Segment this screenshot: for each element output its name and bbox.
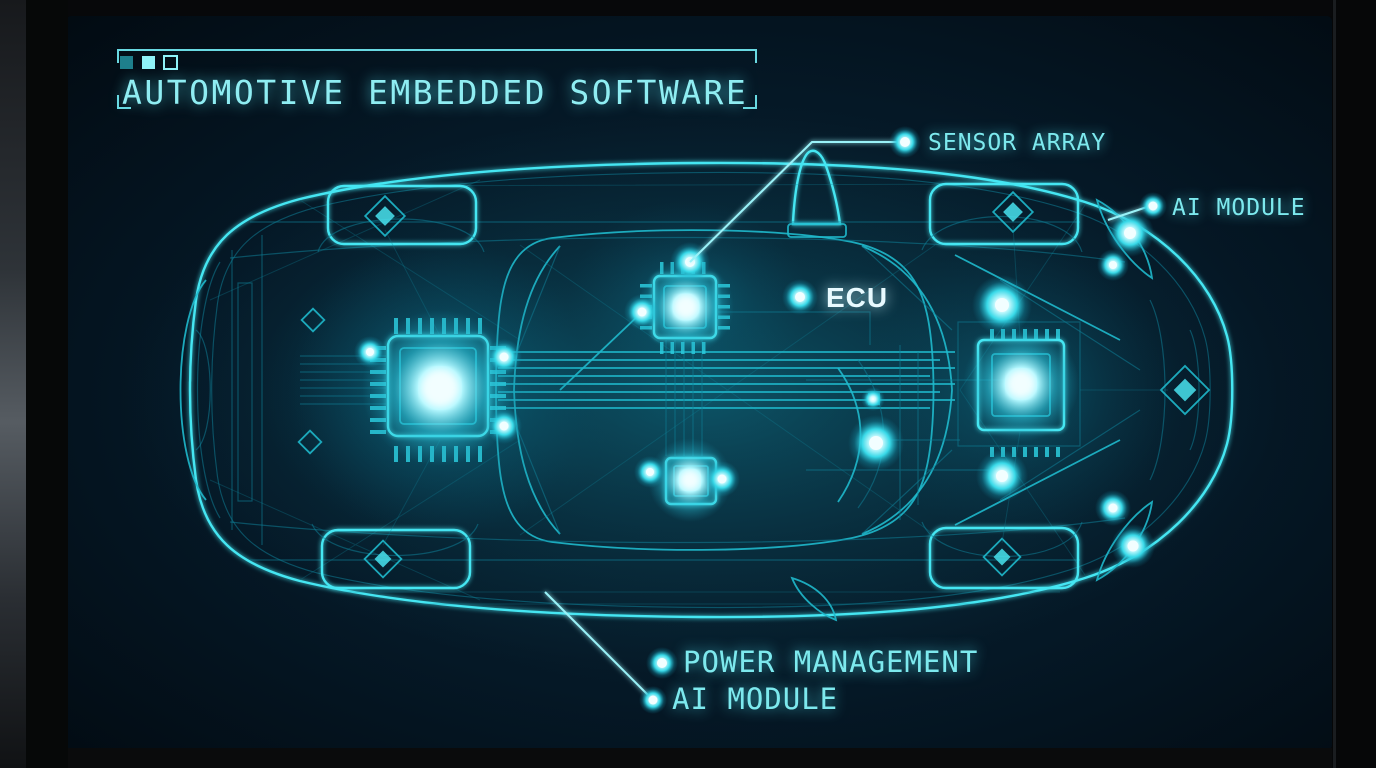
wheel-front-right — [928, 526, 1080, 590]
callout-ecu: ECU — [712, 279, 888, 315]
central-processor-chip — [290, 238, 590, 538]
power-management-chip — [648, 438, 732, 522]
bezel-bottom — [0, 748, 1376, 768]
bezel-top — [0, 0, 1376, 16]
callout-ai-module-bottom: AI MODULE — [544, 591, 838, 716]
circuit-traces — [300, 311, 1005, 520]
callout-ai-module-top: AI MODULE — [1107, 192, 1306, 221]
bezel-right — [1332, 0, 1376, 768]
wheels — [311, 182, 1083, 590]
callout-sensor-array: SENSOR ARRAY — [689, 126, 1106, 263]
title-block: AUTOMOTIVE EMBEDDED SOFTWARE — [117, 49, 757, 112]
label-sensor-array: SENSOR ARRAY — [928, 130, 1106, 156]
monitor-edge-highlight — [0, 0, 26, 768]
page-title: AUTOMOTIVE EMBEDDED SOFTWARE — [122, 73, 748, 112]
callout-power-management: POWER MANAGEMENT — [646, 498, 978, 679]
label-ai-module-top: AI MODULE — [1172, 195, 1306, 221]
car-body-outline — [188, 161, 1234, 619]
title-frame-bracket — [117, 49, 757, 109]
windshield — [861, 245, 953, 535]
label-ecu: ECU — [826, 282, 888, 313]
label-power-management: POWER MANAGEMENT — [683, 645, 978, 679]
wheel-front-left — [928, 182, 1080, 246]
bezel-left — [26, 0, 68, 768]
window-square-outline — [163, 55, 178, 70]
roof-antenna-fin — [791, 149, 842, 226]
car-wireframe — [179, 149, 1234, 622]
side-mirror — [790, 576, 838, 622]
window-square-bright — [142, 56, 155, 69]
glow-nodes — [354, 209, 1155, 568]
label-ai-module-bottom: AI MODULE — [672, 682, 838, 716]
window-square-dim — [120, 56, 133, 69]
